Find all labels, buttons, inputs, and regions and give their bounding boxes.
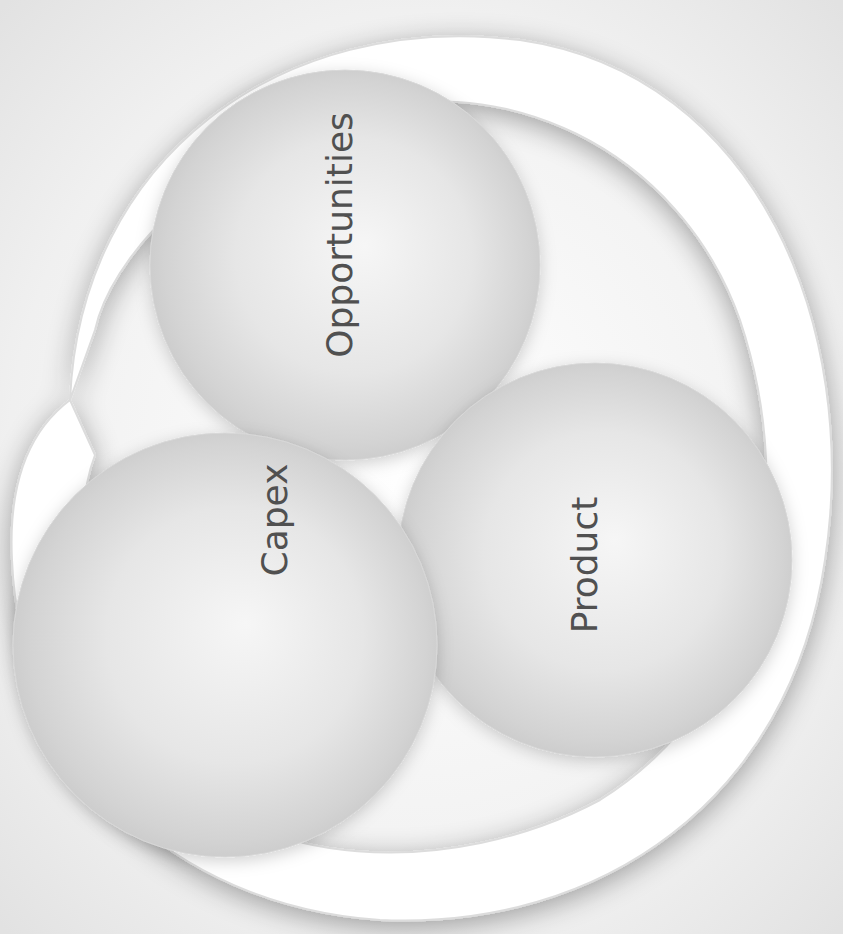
- sphere-node: Product: [395, 360, 795, 760]
- sphere-label: Product: [567, 497, 603, 634]
- sphere-label: Opportunities: [322, 112, 358, 358]
- sphere-circle: [13, 433, 437, 857]
- sphere-node: Capex: [10, 430, 440, 860]
- sphere-label: Capex: [257, 464, 293, 577]
- sphere-shape: [10, 430, 440, 860]
- ribbon-arc: [12, 36, 832, 920]
- sphere-circle: [398, 363, 792, 757]
